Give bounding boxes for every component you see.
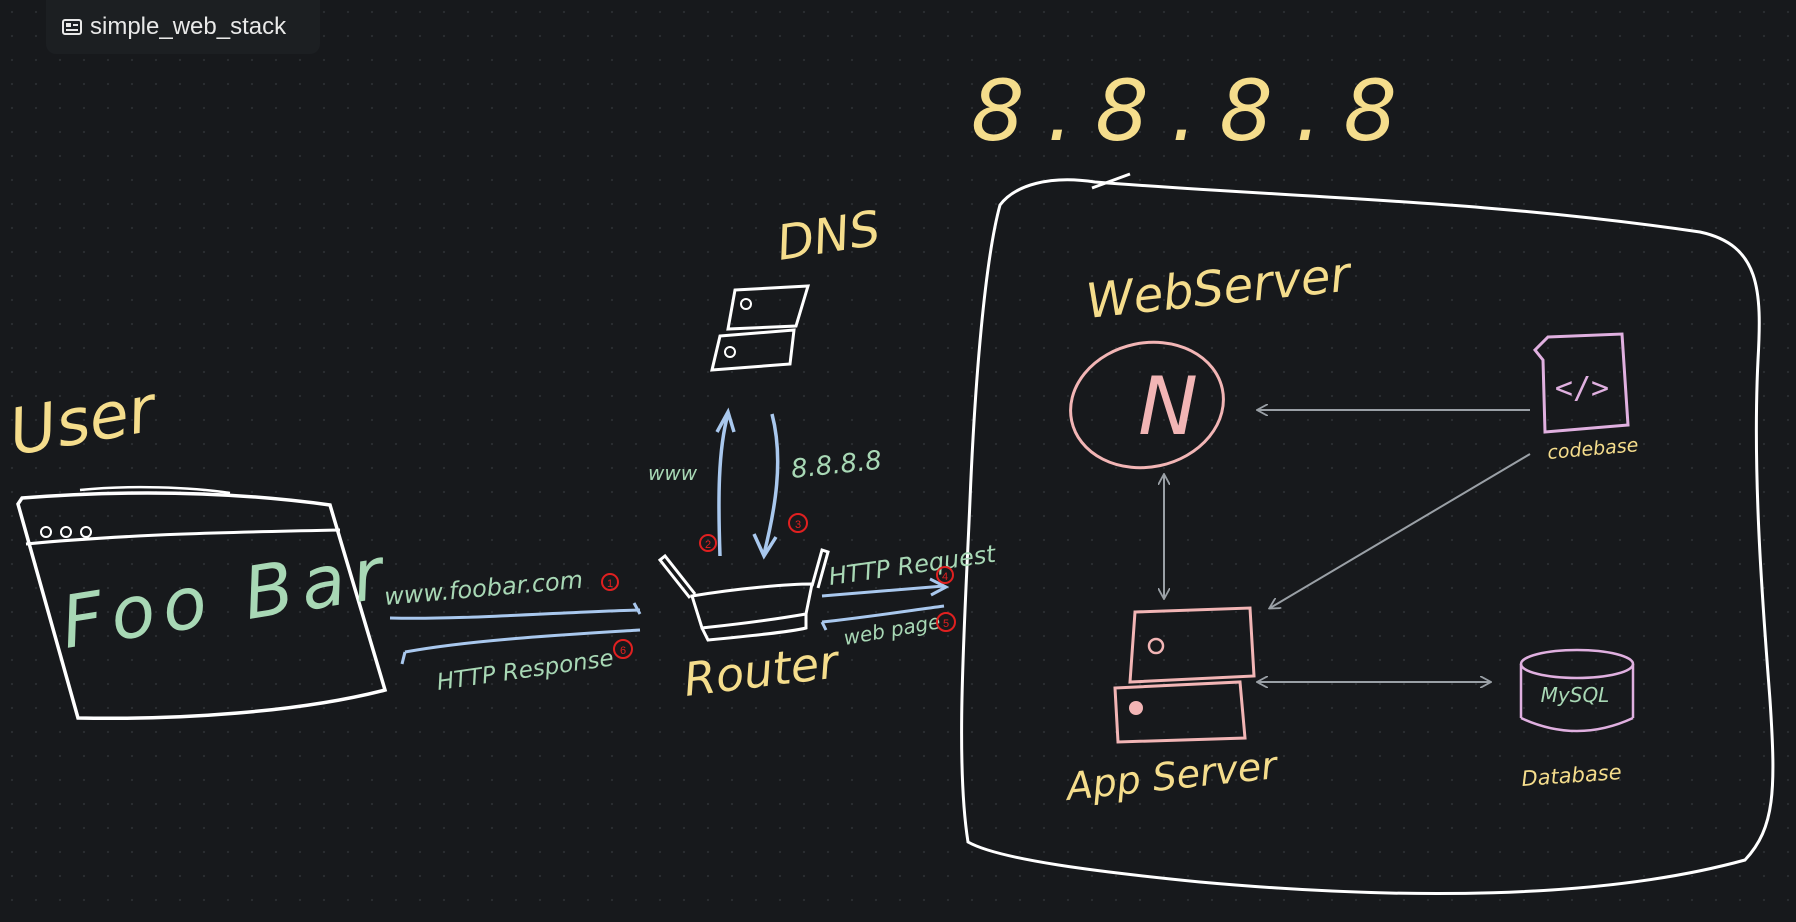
web-server-label: WebServer — [1083, 246, 1356, 330]
http-response-label: HTTP Response — [435, 645, 615, 696]
window-dot-icon — [80, 526, 92, 538]
codebase-label: codebase — [1547, 434, 1640, 464]
step-badge: 1 — [601, 573, 619, 591]
dns-server-icon — [710, 284, 811, 372]
response-line-tail — [400, 651, 407, 665]
step-badge-number: 4 — [942, 571, 948, 583]
document-title: simple_web_stack — [90, 13, 287, 40]
dns-label: DNS — [773, 200, 884, 271]
document-title-tab[interactable]: simple_web_stack — [46, 0, 320, 54]
request-line — [389, 608, 641, 620]
codebase-icon-glyph: </> — [1555, 371, 1609, 406]
codebase-icon: </> — [1532, 332, 1630, 434]
web-page-line — [821, 604, 945, 624]
window-dot-icon — [60, 526, 72, 538]
router-label: Router — [681, 634, 844, 707]
http-request-line — [821, 584, 945, 598]
step-badge-number: 6 — [620, 645, 626, 657]
step-badge-number: 3 — [795, 519, 801, 531]
nginx-logo: N — [1069, 340, 1225, 470]
server-boundary-stroke-tail — [1091, 172, 1131, 190]
app-server-icon — [1113, 606, 1256, 744]
user-label: User — [4, 372, 164, 471]
dns-query-arrowhead — [715, 407, 736, 433]
request-line-tail — [632, 602, 642, 615]
step-badge-number: 2 — [705, 539, 711, 551]
web-page-line-tail — [820, 621, 828, 631]
dns-answer-arrowhead — [752, 533, 778, 560]
dns-answer-arrow — [762, 413, 780, 555]
step-badge-number: 5 — [943, 618, 949, 630]
step-badge: 5 — [936, 612, 956, 632]
window-dot-icon — [40, 526, 52, 538]
server-boundary — [960, 178, 1775, 896]
server-ip-label: 8.8.8.8 — [971, 62, 1419, 160]
router-icon — [657, 548, 830, 642]
http-request-arrowhead — [929, 577, 950, 597]
step-badge: 6 — [613, 639, 633, 659]
http-request-label: HTTP Request — [827, 540, 999, 591]
step-badge: 4 — [936, 566, 954, 584]
step-badge: 3 — [788, 513, 808, 533]
web-page-label: web page — [842, 609, 942, 650]
step-badge-number: 1 — [607, 578, 613, 590]
dns-query-label: www — [648, 461, 698, 485]
response-line — [404, 628, 641, 654]
browser-content-text: Foo Bar — [56, 530, 397, 665]
database-label: Database — [1521, 760, 1623, 791]
step-badge: 2 — [699, 534, 717, 552]
nginx-logo-letter: N — [1138, 360, 1198, 453]
dns-query-arrow — [717, 413, 730, 557]
app-server-label: App Server — [1061, 743, 1281, 809]
request-domain-label: www.foobar.com — [383, 566, 584, 611]
dns-answer-label: 8.8.8.8 — [790, 446, 884, 485]
browser-window — [16, 485, 388, 721]
database-engine-label: MySQL — [1541, 683, 1610, 707]
arrow-codebase-to-appserver — [1270, 453, 1531, 608]
database-icon: MySQL — [1519, 648, 1635, 733]
whiteboard-icon — [62, 19, 82, 35]
